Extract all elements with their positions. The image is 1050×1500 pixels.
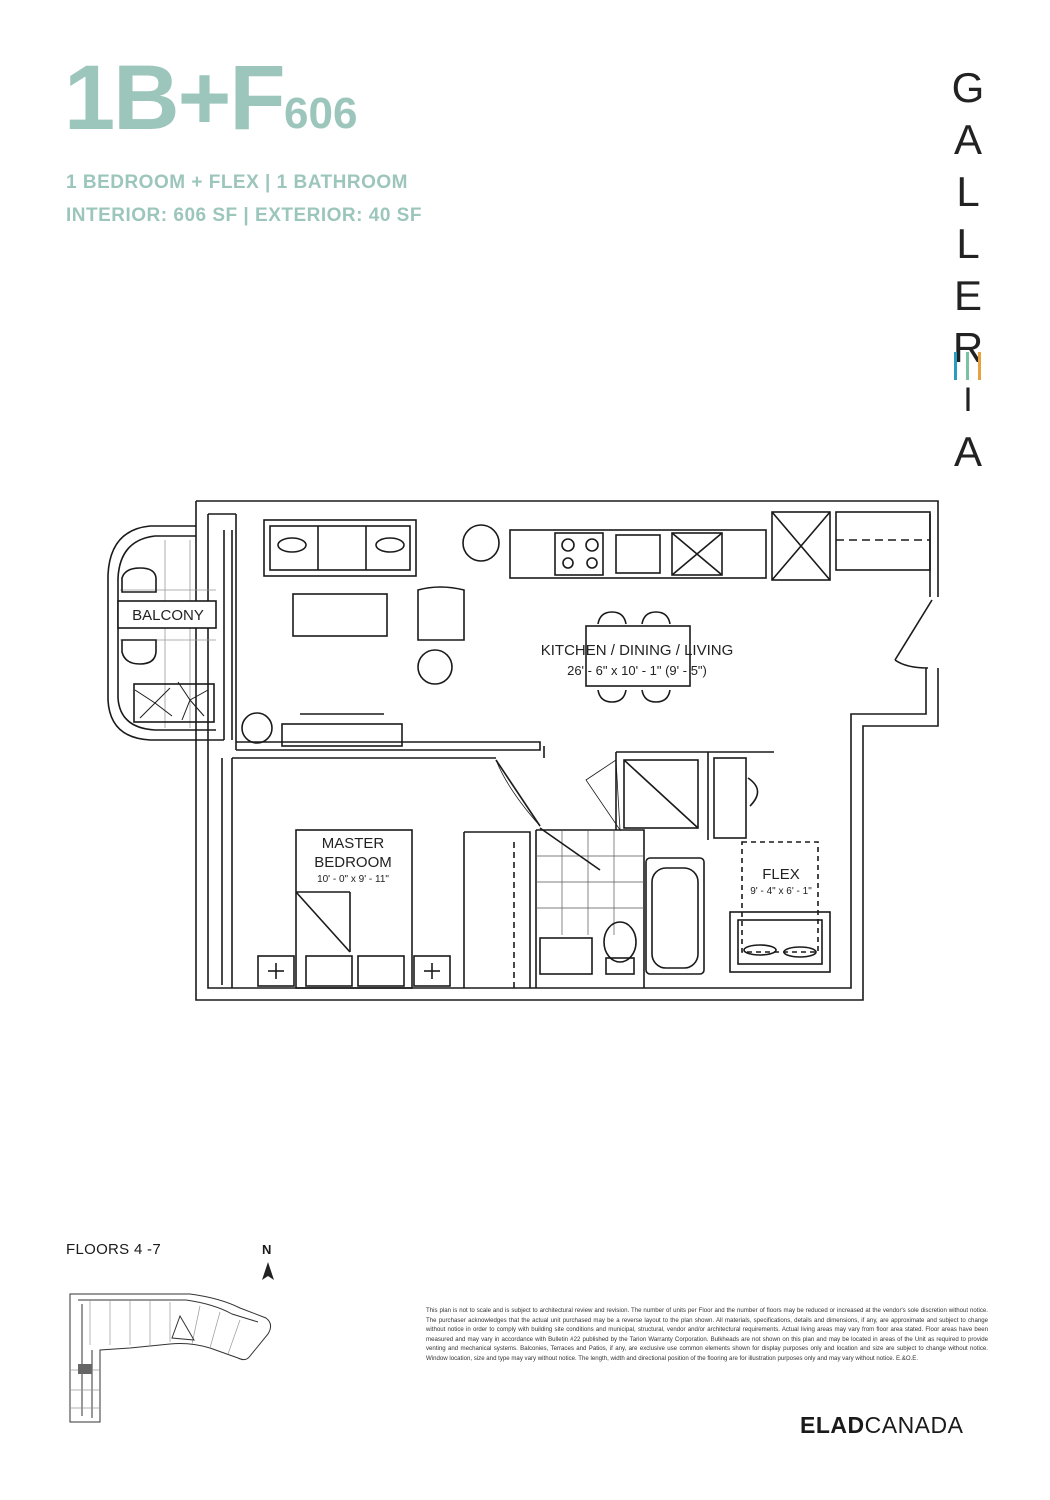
unit-number: 606	[284, 89, 358, 138]
plant-icon	[241, 712, 273, 744]
brand-bar-orange	[978, 352, 981, 380]
cushion	[277, 537, 307, 553]
unit-areas: INTERIOR: 606 SF | EXTERIOR: 40 SF	[66, 205, 422, 226]
plant-icon	[134, 681, 209, 721]
armchair	[417, 586, 465, 641]
kitchen-label: KITCHEN / DINING / LIVING	[541, 642, 734, 659]
balcony-outline	[107, 525, 224, 741]
floors-label: FLOORS 4 -7	[66, 1241, 161, 1258]
brand-letter: A	[953, 116, 982, 163]
exterior-wall	[195, 500, 939, 1001]
fridge	[771, 511, 831, 581]
sofa	[263, 519, 417, 577]
bedroom-door	[495, 759, 541, 827]
closet	[835, 511, 931, 571]
desk	[713, 757, 747, 839]
plant-icon	[462, 524, 500, 562]
legal-disclaimer: This plan is not to scale and is subject…	[426, 1307, 988, 1362]
unit-summary: 1 BEDROOM + FLEX | 1 BATHROOM	[66, 172, 408, 193]
entry-door	[894, 599, 933, 661]
developer-logo: ELADCANADA	[800, 1412, 963, 1439]
flex-area	[741, 841, 819, 953]
bath-door	[539, 827, 601, 871]
bedroom-label: MASTER	[322, 835, 385, 852]
north-label: N	[262, 1242, 272, 1257]
unit-type-title: 1B+F	[64, 47, 286, 149]
kitchen-sink	[615, 534, 661, 574]
bed	[295, 829, 413, 989]
balcony-table	[117, 600, 217, 629]
unit-highlight	[78, 1364, 92, 1374]
key-plan	[69, 1293, 272, 1423]
media-unit	[281, 723, 403, 747]
flex-label: FLEX	[762, 866, 800, 883]
developer-logo-light: CANADA	[864, 1412, 964, 1438]
dining-table	[585, 625, 691, 687]
brand-letter: G	[951, 64, 985, 111]
flex-sofa	[729, 911, 831, 973]
bathroom-tile	[536, 830, 644, 935]
balcony-label: BALCONY	[132, 607, 204, 624]
desk-chair	[747, 777, 759, 807]
north-arrow-icon	[262, 1262, 274, 1280]
brand-letter: I	[963, 381, 973, 419]
brand-bar-green	[966, 352, 969, 380]
vanity	[539, 937, 593, 975]
coffee-table	[292, 593, 388, 637]
kitchen-dims: 26' - 6" x 10' - 1" (9' - 5")	[567, 663, 707, 678]
developer-logo-bold: ELAD	[800, 1412, 865, 1438]
brand-letter: L	[956, 220, 980, 267]
dishwasher	[671, 532, 723, 576]
bathtub	[645, 857, 705, 975]
brand-color-bars	[954, 352, 981, 380]
kitchen-counter	[509, 529, 767, 579]
side-table	[417, 649, 453, 685]
washer-dryer	[623, 759, 699, 829]
balcony-chair	[121, 567, 157, 593]
toilet	[603, 921, 637, 963]
nightstand	[257, 955, 295, 987]
balcony-chair	[121, 639, 157, 665]
cooktop	[554, 532, 604, 576]
brand-letter: L	[956, 168, 980, 215]
cushion	[375, 537, 405, 553]
brand-letter: A	[953, 428, 982, 475]
bedroom-dims: 10' - 0" x 9' - 11"	[317, 874, 389, 885]
nightstand	[413, 955, 451, 987]
planter	[133, 683, 215, 723]
bedroom-label-2: BEDROOM	[314, 854, 392, 871]
brand-letter: E	[953, 272, 982, 319]
flex-dims: 9' - 4" x 6' - 1"	[750, 886, 812, 897]
brand-bar-blue	[954, 352, 957, 380]
interior-wall-line	[207, 514, 927, 989]
